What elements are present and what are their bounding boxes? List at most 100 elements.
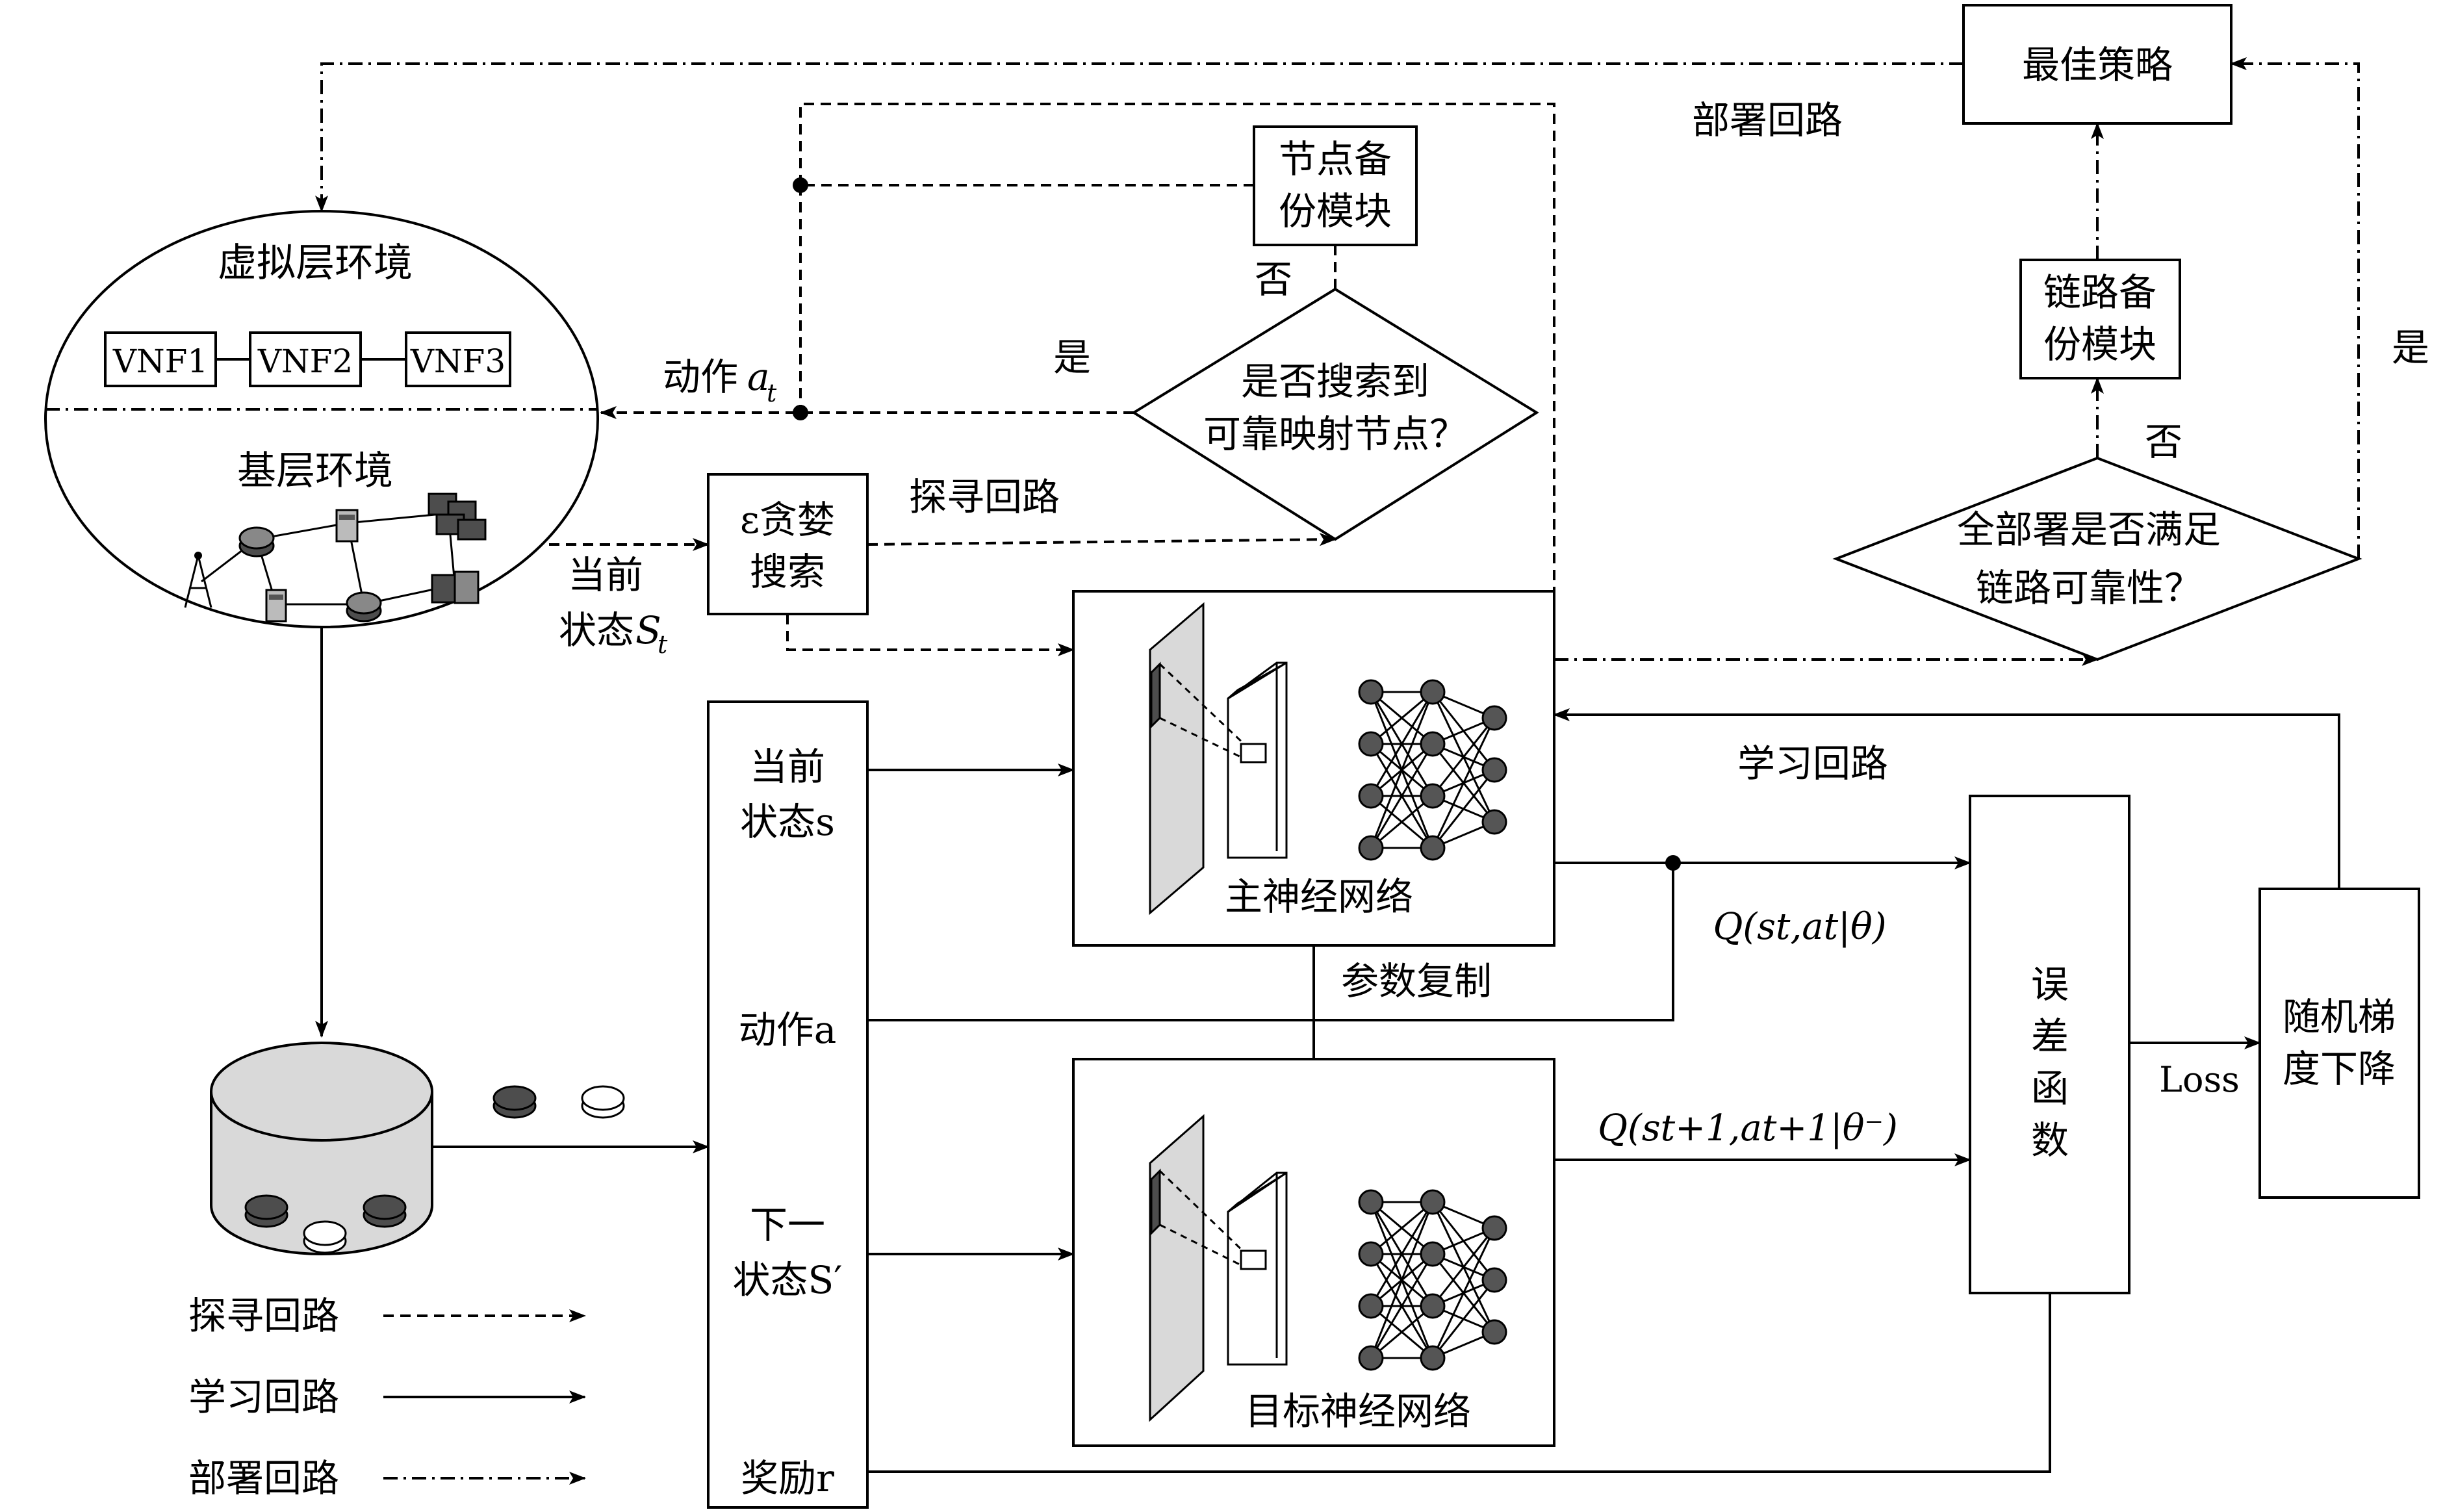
sgd-to-main-arrow: [1553, 708, 2340, 889]
fc-neuron: [1420, 1345, 1446, 1371]
fc-connection: [1370, 795, 1433, 849]
current-state-line1: 当前: [750, 745, 825, 789]
junction-dot: [793, 405, 808, 420]
svg-text:t: t: [767, 379, 777, 407]
server-rack-icon: [428, 493, 487, 541]
link-decision-yes-arrow: [2230, 57, 2360, 559]
greedy-search-line1: ε贪婪: [740, 498, 835, 542]
fc-neuron: [1358, 1293, 1384, 1319]
node-search-line2: 可靠映射节点？: [1203, 412, 1467, 456]
fc-neuron: [1481, 705, 1507, 731]
fc-connection: [1431, 717, 1496, 797]
greedy-to-decision-arrow: [867, 533, 1337, 546]
svg-text:状态: 状态: [559, 608, 634, 652]
link-reliability-yes-label: 是: [2392, 326, 2429, 370]
svg-text:t: t: [658, 630, 668, 659]
replay-memory-icon: [210, 1042, 433, 1255]
node-search-yes-label: 是: [1053, 335, 1091, 379]
substrate-topology: [184, 493, 487, 622]
target-fc-layers: [1358, 1189, 1507, 1371]
fc-connection: [1370, 691, 1433, 745]
legend: 探寻回路 学习回路 部署回路: [188, 1294, 586, 1500]
target-network-icon: [1149, 1114, 1288, 1422]
sgd-line1: 随机梯: [2283, 995, 2396, 1039]
next-state-line1: 下一: [750, 1203, 825, 1247]
link-backup-line1: 链路备: [2043, 270, 2156, 314]
sampled-batch: [492, 1085, 625, 1119]
fc-connection: [1370, 1201, 1434, 1359]
error-function-char1: 误: [2031, 962, 2069, 1006]
environment: 虚拟层环境 VNF1 VNF2 VNF3 基层环境: [44, 210, 599, 628]
fc-connection: [1370, 1305, 1433, 1359]
fc-neuron: [1420, 783, 1446, 809]
fc-neuron: [1358, 835, 1384, 861]
virtual-layer-label: 虚拟层环境: [218, 240, 413, 286]
main-network-icon: [1149, 602, 1288, 916]
sgd-line2: 度下降: [2283, 1047, 2396, 1091]
legend-deploy-label: 部署回路: [188, 1456, 339, 1500]
node-backup-line2: 份模块: [1279, 189, 1392, 233]
fc-neuron: [1420, 731, 1446, 757]
fc-neuron: [1481, 1319, 1507, 1345]
link-reliability-decision: [1832, 456, 2362, 661]
link-reliability-line1: 全部署是否满足: [1957, 507, 2221, 552]
fc-neuron: [1481, 1215, 1507, 1241]
fc-connection: [1370, 691, 1434, 797]
fc-connection: [1370, 743, 1434, 849]
fc-connection: [1431, 1227, 1496, 1359]
current-state-St-line2: 状态 S t: [559, 608, 668, 659]
policy-to-env-arrow: [315, 62, 1964, 212]
link-reliability-line2: 链路可靠性？: [1976, 566, 2202, 610]
antenna-icon: [184, 552, 212, 608]
error-function-char3: 函: [2031, 1066, 2069, 1110]
loss-label: Loss: [2159, 1059, 2240, 1100]
fc-connection: [1431, 1227, 1496, 1307]
vnf3-label: VNF3: [410, 342, 505, 380]
server-icon: [265, 589, 287, 622]
action-label: 动作a: [739, 1008, 837, 1052]
fc-neuron: [1420, 835, 1446, 861]
explore-loop-label: 探寻回路: [909, 475, 1060, 519]
fc-neuron: [1358, 783, 1384, 809]
best-policy-label: 最佳策略: [2022, 43, 2173, 87]
svg-text:S: S: [635, 608, 661, 652]
fc-neuron: [1420, 1189, 1446, 1215]
fc-neuron: [1481, 1267, 1507, 1293]
vnf3-box: [405, 331, 511, 387]
fc-neuron: [1420, 1241, 1446, 1267]
node-search-no-label: 否: [1255, 257, 1292, 301]
memory-sample-dark: [244, 1194, 288, 1228]
q-target-label: Q(st+1,at+1|θ⁻): [1598, 1107, 1898, 1149]
node-search-line1: 是否搜索到: [1241, 359, 1429, 404]
fc-connection: [1370, 1253, 1434, 1359]
fc-neuron: [1358, 679, 1384, 705]
action-at-label: 动作 a t: [663, 355, 777, 407]
error-function-char2: 差: [2031, 1014, 2069, 1058]
node-backup-line1: 节点备: [1279, 137, 1392, 181]
fc-neuron: [1358, 1189, 1384, 1215]
fc-neuron: [1420, 679, 1446, 705]
deploy-loop-label: 部署回路: [1692, 98, 1843, 142]
fc-neuron: [1358, 1241, 1384, 1267]
server-icon: [335, 509, 359, 543]
legend-explore-label: 探寻回路: [188, 1294, 339, 1338]
svg-text:动作: 动作: [663, 355, 738, 399]
target-network-label: 目标神经网络: [1245, 1389, 1471, 1433]
fc-neuron: [1358, 731, 1384, 757]
error-function-char4: 数: [2031, 1118, 2069, 1162]
current-state-St-line1: 当前: [568, 553, 643, 597]
substrate-layer-label: 基层环境: [237, 448, 393, 494]
fc-connection: [1370, 1201, 1433, 1255]
legend-learn-label: 学习回路: [188, 1375, 339, 1419]
storage-icon: [431, 570, 480, 604]
main-fc-layers: [1358, 679, 1507, 861]
link-reliability-no-label: 否: [2145, 420, 2182, 464]
transition-panel: [707, 700, 869, 1509]
learn-loop-label: 学习回路: [1737, 741, 1888, 786]
fc-connection: [1370, 691, 1434, 849]
param-copy-label: 参数复制: [1341, 959, 1492, 1003]
greedy-to-main-arrow: [786, 614, 1075, 656]
next-state-line2: 状态S′: [733, 1258, 843, 1302]
action-to-junction-line: [867, 863, 1674, 1021]
fc-neuron: [1358, 1345, 1384, 1371]
